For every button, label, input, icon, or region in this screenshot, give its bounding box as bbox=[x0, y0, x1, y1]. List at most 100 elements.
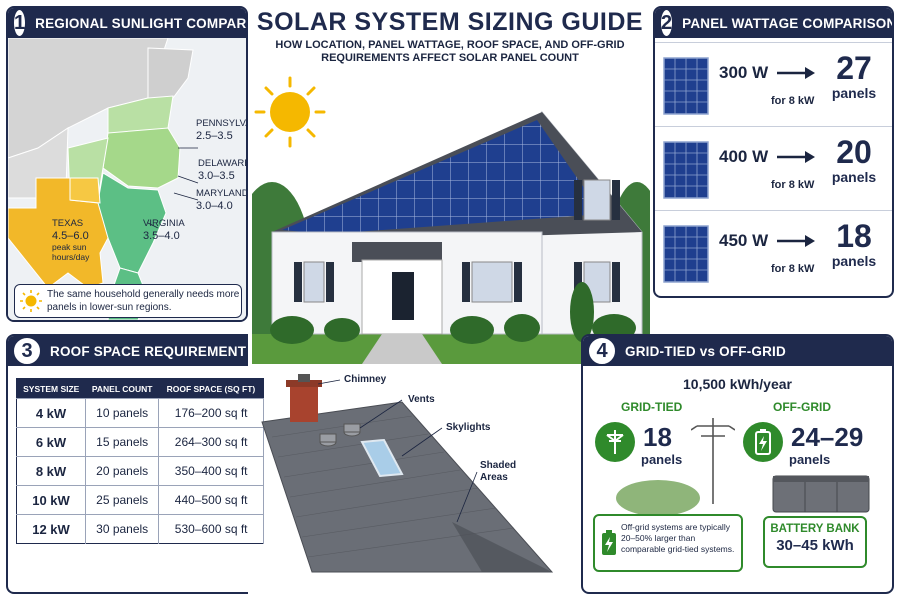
chimney-icon bbox=[286, 374, 322, 422]
wattage-row: 300 W for 8 kW 27 panels bbox=[655, 42, 892, 126]
panel-count: 27 bbox=[836, 50, 872, 86]
wattage-row: 450 W for 8 kW 18 panels bbox=[655, 210, 892, 294]
skylight-icon bbox=[360, 438, 404, 478]
battery-bank-label: BATTERY BANK bbox=[770, 523, 860, 535]
section-number: 2 bbox=[659, 8, 675, 38]
section-title: ROOF SPACE REQUIREMENT bbox=[50, 343, 247, 359]
tree-icon bbox=[616, 480, 700, 516]
roof-space-cell: 264–300 sq ft bbox=[158, 427, 264, 457]
note-text: The same household generally needs more … bbox=[47, 289, 240, 313]
table-row: 8 kW 20 panels 350–400 sq ft bbox=[16, 456, 264, 486]
arrow-right-icon bbox=[777, 67, 815, 79]
section-title: PANEL WATTAGE COMPARISON bbox=[682, 15, 894, 31]
house-illustration bbox=[232, 72, 667, 364]
system-size: for 8 kW bbox=[771, 263, 815, 275]
skylights-label: Skylights bbox=[446, 422, 491, 433]
system-size-cell: 4 kW bbox=[16, 398, 87, 428]
arrow-right-icon bbox=[777, 235, 815, 247]
roof-space-table: SYSTEM SIZE PANEL COUNT ROOF SPACE (SQ F… bbox=[16, 378, 264, 544]
off-grid-note: Off-grid systems are typically 20–50% la… bbox=[593, 514, 743, 572]
panel-wattage-panel: 2 PANEL WATTAGE COMPARISON 300 W for 8 k… bbox=[653, 6, 894, 298]
virginia-label: VIRGINIA 3.5–4.0 bbox=[143, 218, 185, 242]
wattage-value: 400 W bbox=[719, 147, 769, 166]
utility-pole-icon bbox=[595, 422, 635, 462]
roof-space-cell: 440–500 sq ft bbox=[158, 485, 264, 515]
sun-icon bbox=[20, 290, 42, 312]
section-header: 1 REGIONAL SUNLIGHT COMPARISON bbox=[8, 8, 246, 38]
sunlight-note: The same household generally needs more … bbox=[14, 284, 242, 318]
table-row: 4 kW 10 panels 176–200 sq ft bbox=[16, 398, 264, 428]
note-text: Off-grid systems are typically 20–50% la… bbox=[621, 522, 735, 554]
pennsylvania-label: PENNSYLVANIA 2.5–3.5 bbox=[196, 118, 246, 142]
table-header-row: SYSTEM SIZE PANEL COUNT ROOF SPACE (SQ F… bbox=[16, 378, 264, 399]
texas-label: TEXAS 4.5–6.0 peak sun hours/day bbox=[52, 218, 90, 262]
battery-icon bbox=[602, 530, 616, 555]
section-title: GRID-TIED vs OFF-GRID bbox=[625, 343, 786, 359]
system-size: for 8 kW bbox=[771, 95, 815, 107]
arrow-right-icon bbox=[777, 151, 815, 163]
panel-count-cell: 15 panels bbox=[85, 427, 160, 457]
us-map: PENNSYLVANIA 2.5–3.5 DELAWARE 3.0–3.5 MA… bbox=[8, 37, 248, 320]
section-number: 1 bbox=[12, 8, 28, 38]
panel-count-cell: 20 panels bbox=[85, 456, 160, 486]
roof-space-cell: 530–600 sq ft bbox=[158, 514, 264, 544]
column-header: PANEL COUNT bbox=[85, 378, 159, 399]
panel-count-cell: 10 panels bbox=[85, 398, 160, 428]
subtitle: HOW LOCATION, PANEL WATTAGE, ROOF SPACE,… bbox=[275, 39, 625, 64]
roof-illustration: Chimney Vents Skylights Shaded Areas bbox=[252, 372, 578, 594]
grid-tied-vs-off-grid-panel: 4 GRID-TIED vs OFF-GRID 10,500 kWh/year … bbox=[581, 334, 894, 594]
panel-unit: panels bbox=[831, 85, 877, 101]
annual-usage: 10,500 kWh/year bbox=[683, 376, 792, 392]
solar-panel-icon bbox=[663, 225, 709, 283]
wattage-value: 450 W bbox=[719, 231, 769, 250]
system-size-cell: 12 kW bbox=[16, 514, 87, 544]
panel-count-cell: 25 panels bbox=[85, 485, 160, 515]
transmission-tower-icon bbox=[691, 418, 735, 504]
chimney-label: Chimney bbox=[344, 374, 387, 385]
panel-count-cell: 30 panels bbox=[85, 514, 160, 544]
page-title: SOLAR SYSTEM SIZING GUIDE HOW LOCATION, … bbox=[250, 8, 650, 65]
battery-icon bbox=[743, 422, 783, 462]
wattage-row: 400 W for 8 kW 20 panels bbox=[655, 126, 892, 210]
maryland-label: MARYLAND 3.0–4.0 bbox=[196, 188, 248, 212]
regional-sunlight-panel: 1 REGIONAL SUNLIGHT COMPARISON PENNSYLVA… bbox=[6, 6, 248, 322]
section-header: 3 ROOF SPACE REQUIREMENT bbox=[8, 336, 248, 366]
panel-count: 18 bbox=[836, 218, 872, 254]
off-grid-label: OFF-GRID bbox=[773, 400, 831, 414]
panel-count: 20 bbox=[836, 134, 872, 170]
off-grid-count: 24–29 bbox=[791, 422, 864, 452]
map-illustration bbox=[8, 37, 246, 320]
battery-bank-box: BATTERY BANK 30–45 kWh bbox=[763, 516, 867, 568]
roof-space-cell: 176–200 sq ft bbox=[158, 398, 264, 428]
panel-unit: panels bbox=[831, 169, 877, 185]
shaded-areas-label: Shaded Areas bbox=[480, 460, 517, 483]
table-row: 12 kW 30 panels 530–600 sq ft bbox=[16, 514, 264, 544]
table-row: 6 kW 15 panels 264–300 sq ft bbox=[16, 427, 264, 457]
section-title: REGIONAL SUNLIGHT COMPARISON bbox=[35, 15, 247, 31]
grid-tied-count: 18 bbox=[643, 422, 672, 452]
section-number: 4 bbox=[587, 336, 617, 366]
column-header: ROOF SPACE (SQ FT) bbox=[158, 378, 264, 399]
roof-space-panel: 3 ROOF SPACE REQUIREMENT SYSTEM SIZE PAN… bbox=[6, 334, 264, 594]
section-header: 4 GRID-TIED vs OFF-GRID bbox=[583, 336, 892, 366]
section-number: 3 bbox=[12, 336, 42, 366]
section-header: 2 PANEL WATTAGE COMPARISON bbox=[655, 8, 892, 38]
solar-panel-icon bbox=[663, 141, 709, 199]
solar-panel-icon bbox=[663, 57, 709, 115]
grid-tied-unit: panels bbox=[641, 452, 683, 467]
wattage-value: 300 W bbox=[719, 63, 769, 82]
panel-unit: panels bbox=[831, 253, 877, 269]
system-size: for 8 kW bbox=[771, 179, 815, 191]
vent-icon bbox=[319, 423, 361, 447]
system-size-cell: 6 kW bbox=[16, 427, 87, 457]
system-size-cell: 8 kW bbox=[16, 456, 87, 486]
vents-label: Vents bbox=[408, 394, 435, 405]
table-row: 10 kW 25 panels 440–500 sq ft bbox=[16, 485, 264, 515]
system-size-cell: 10 kW bbox=[16, 485, 87, 515]
off-grid-unit: panels bbox=[789, 452, 831, 467]
battery-bank-value: 30–45 kWh bbox=[776, 537, 854, 554]
grid-tied-label: GRID-TIED bbox=[621, 400, 683, 414]
column-header: SYSTEM SIZE bbox=[16, 378, 86, 399]
delaware-label: DELAWARE 3.0–3.5 bbox=[198, 158, 248, 182]
sun-icon bbox=[254, 76, 326, 148]
